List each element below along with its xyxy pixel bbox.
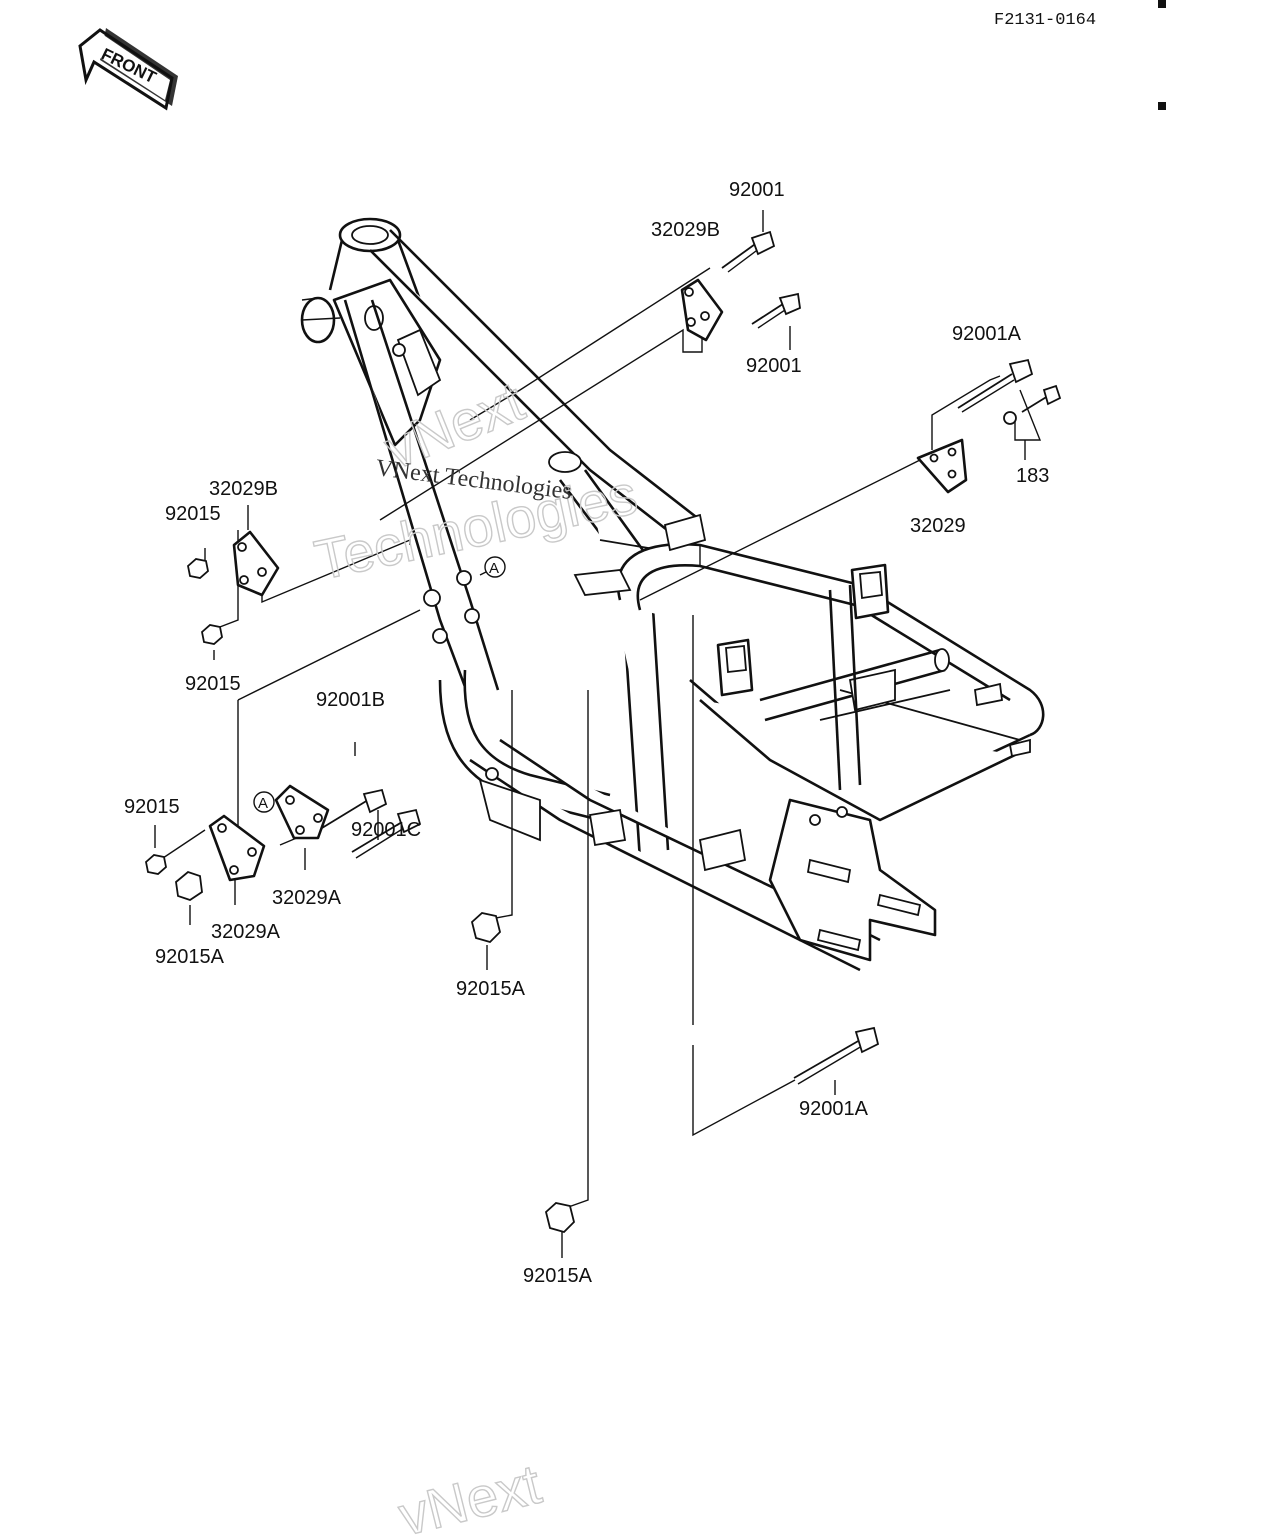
corner-mark — [1158, 102, 1166, 110]
nut-icon — [201, 624, 223, 645]
part-label-92001C: 92001C — [351, 819, 421, 841]
bolt-icon — [351, 808, 422, 859]
part-label-32029A: 32029A — [211, 921, 281, 943]
bolt-icon — [957, 358, 1034, 413]
corner-mark — [1158, 0, 1166, 8]
svg-text:A: A — [489, 560, 499, 577]
bolt-icon — [321, 788, 388, 829]
nut-icon — [175, 870, 203, 901]
bolt-icon — [1021, 384, 1062, 413]
part-label-92001B: 92001B — [316, 689, 385, 711]
part-label-92015A: 92015A — [523, 1265, 593, 1287]
part-label-92015: 92015 — [165, 503, 221, 525]
bolt-icon — [721, 230, 776, 273]
washer-icon — [1003, 411, 1017, 425]
svg-text:A: A — [258, 795, 268, 812]
bracket-plate-icon — [916, 438, 968, 494]
part-label-32029B: 32029B — [651, 219, 720, 241]
callout-a-upper: A — [484, 556, 506, 578]
front-arrow-icon: FRONT — [78, 28, 178, 111]
diagram-code: F2131-0164 — [994, 11, 1096, 30]
part-labels: 92001 32029B 92001 92001A 183 32029 3202… — [124, 179, 1049, 1287]
part-label-92001: 92001 — [729, 179, 785, 201]
motorcycle-frame — [300, 217, 1045, 972]
part-label-92015A: 92015A — [155, 946, 225, 968]
nut-icon — [187, 558, 209, 579]
nut-icon — [145, 854, 167, 875]
bracket-plate-icon — [232, 530, 280, 597]
watermark-bottom: vNext — [393, 1452, 548, 1536]
nut-icon — [544, 1202, 575, 1234]
part-label-92001A: 92001A — [952, 323, 1022, 345]
part-label-32029A: 32029A — [272, 887, 342, 909]
callout-a-lower: A — [253, 791, 275, 813]
bolt-icon — [793, 1026, 880, 1085]
part-label-92015: 92015 — [124, 796, 180, 818]
fasteners — [145, 230, 1062, 1234]
nut-icon — [470, 912, 501, 944]
part-label-32029: 32029 — [910, 515, 966, 537]
part-label-92001: 92001 — [746, 355, 802, 377]
part-label-92001A: 92001A — [799, 1098, 869, 1120]
bolt-icon — [751, 292, 801, 329]
part-label-92015: 92015 — [185, 673, 241, 695]
part-label-183: 183 — [1016, 465, 1049, 487]
part-label-92015A: 92015A — [456, 978, 526, 1000]
part-label-32029B: 32029B — [209, 478, 278, 500]
